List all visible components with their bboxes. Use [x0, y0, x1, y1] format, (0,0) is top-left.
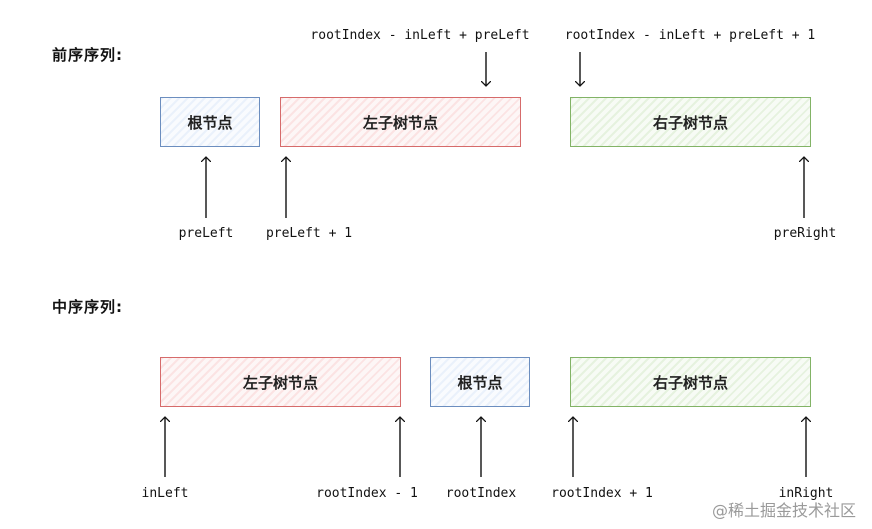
label-in-right: inRight [778, 486, 834, 501]
inorder-right-subtree-box: 右子树节点 [570, 357, 811, 407]
label-in-left: inLeft [141, 486, 189, 501]
watermark: @稀土掘金技术社区 [711, 501, 856, 520]
preorder-right-subtree-box: 右子树节点 [570, 97, 811, 147]
inorder-root-box: 根节点 [430, 357, 530, 407]
label-pre-left-plus1: preLeft + 1 [265, 226, 353, 241]
preorder-root-box: 根节点 [160, 97, 260, 147]
label-in-rootindex-plus1: rootIndex + 1 [551, 486, 653, 501]
preorder-left-subtree-box: 左子树节点 [280, 97, 521, 147]
label-pre-right-start: rootIndex - inLeft + preLeft + 1 [564, 28, 816, 43]
inorder-title: 中序序列: [52, 298, 123, 316]
label-pre-left: preLeft [178, 226, 234, 241]
preorder-title: 前序序列: [52, 46, 123, 64]
label-in-rootindex: rootIndex [445, 486, 517, 501]
label-pre-left-end: rootIndex - inLeft + preLeft [310, 28, 530, 43]
label-in-rootindex-minus1: rootIndex - 1 [316, 486, 418, 501]
label-pre-right: preRight [773, 226, 837, 241]
inorder-left-subtree-box: 左子树节点 [160, 357, 401, 407]
